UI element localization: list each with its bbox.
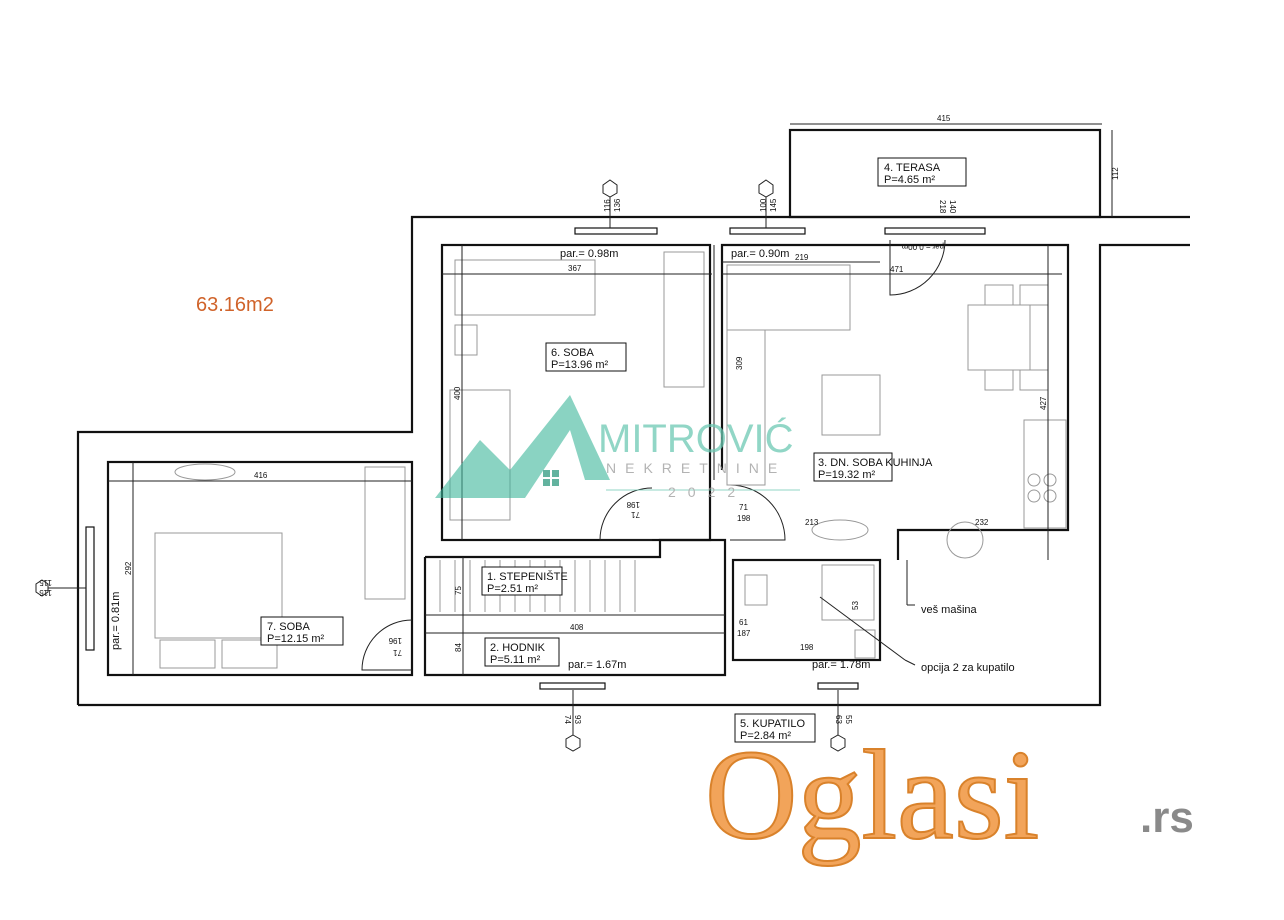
dimension-label: 136: [613, 198, 622, 212]
room-label-stepeniste: 1. STEPENIŠTE P=2.51 m²: [481, 566, 568, 596]
doors: [361, 239, 946, 671]
furniture: [154, 251, 1067, 669]
room-label-terasa: 4. TERASA P=4.65 m²: [877, 157, 967, 187]
dimension-label: 115: [39, 588, 52, 597]
dimension-label: 292: [124, 561, 133, 575]
room-label-dnevna: 3. DN. SOBA KUHINJA P=19.32 m²: [813, 452, 933, 482]
room-name: 5. KUPATILO: [740, 718, 805, 730]
parapet-note: par.= 0.98m: [560, 248, 618, 260]
dimension-label: 219: [795, 253, 809, 262]
dimension-label: 93: [573, 715, 582, 724]
dimension-label: 84: [454, 643, 463, 652]
room-name: 1. STEPENIŠTE: [487, 570, 568, 583]
room-name: 3. DN. SOBA KUHINJA: [818, 457, 933, 469]
room-name: 7. SOBA: [267, 621, 310, 633]
dimension-label: 198: [800, 643, 814, 652]
dimension-label: 471: [890, 265, 904, 274]
dimension-label: 198: [626, 500, 640, 509]
dimension-label: 309: [735, 356, 744, 370]
dimension-label: 187: [737, 629, 751, 638]
room-label-soba7: 7. SOBA P=12.15 m²: [260, 616, 344, 646]
dimension-label: 71: [631, 510, 640, 519]
room-area: P=13.96 m²: [551, 359, 609, 371]
dimension-label: 367: [568, 264, 582, 273]
dimension-label: 416: [254, 471, 268, 480]
dimension-label: 232: [975, 518, 989, 527]
dimension-label: 55: [844, 715, 853, 724]
bathroom-option-note: opcija 2 za kupatilo: [921, 662, 1015, 674]
dimension-label: 140: [948, 200, 957, 214]
site-logo-text: Oglasi: [705, 724, 1039, 866]
dimension-label: 145: [769, 198, 778, 212]
watermark-brand: MITROVIĆ: [598, 416, 794, 461]
parapet-note: par.= 1.78m: [812, 659, 870, 671]
watermark-year: 2022: [668, 484, 747, 500]
dimension-label: 71: [739, 503, 748, 512]
dimension-label: 218: [938, 200, 947, 214]
dimension-label: 196: [388, 636, 402, 645]
room-area: P=4.65 m²: [884, 174, 935, 186]
room-name: 4. TERASA: [884, 162, 941, 174]
room-area: P=5.11 m²: [490, 654, 541, 666]
oglasi-site-logo: Oglasi .rs: [704, 723, 1194, 867]
room-area: P=19.32 m²: [818, 469, 876, 481]
total-area-label: 63.16m2: [196, 294, 274, 316]
dimension-label: 213: [805, 518, 819, 527]
washing-machine-note: veš mašina: [921, 604, 978, 616]
dimension-label: 61: [739, 618, 748, 627]
room-name: 2. HODNIK: [490, 642, 546, 654]
dimension-label: 115: [39, 578, 52, 587]
site-logo-tld: .rs: [1140, 793, 1194, 842]
room-kupatilo-outline: [731, 558, 882, 662]
dimension-label: 198: [737, 514, 751, 523]
dimension-label: 116: [603, 199, 612, 212]
room-label-kupatilo: 5. KUPATILO P=2.84 m²: [734, 713, 816, 743]
parapet-note: par.= 1.67m: [568, 659, 626, 671]
dimension-label: 63: [834, 715, 843, 724]
room-name: 6. SOBA: [551, 347, 594, 359]
room-label-soba6: 6. SOBA P=13.96 m²: [545, 342, 627, 372]
parapet-note: par.= 0.00m: [901, 242, 944, 251]
dimension-label: 427: [1039, 396, 1048, 410]
dimension-label: 112: [1111, 167, 1120, 180]
room-terasa-outline: [788, 128, 1102, 219]
watermark-subtitle: NEKRETNINE: [606, 460, 786, 476]
room-soba6-outline: [440, 243, 712, 542]
dimension-label: 71: [393, 648, 402, 657]
dimension-texts: 415 112 116 136 100 145 140 218 367 219 …: [39, 114, 1120, 724]
parapet-note: par.= 0.81m: [110, 592, 122, 650]
dimension-label: 400: [453, 386, 462, 400]
dimension-label: 53: [851, 601, 860, 610]
room-area: P=2.51 m²: [487, 583, 538, 595]
parapet-note: par.= 0.90m: [731, 248, 789, 260]
room-label-hodnik: 2. HODNIK P=5.11 m²: [484, 637, 560, 667]
dimension-label: 415: [937, 114, 951, 123]
room-soba7-outline: [106, 460, 414, 677]
walls: [76, 128, 1190, 707]
axis-markers: [35, 179, 846, 752]
dimension-label: 75: [454, 586, 463, 595]
dimension-label: 408: [570, 623, 584, 632]
room-area: P=2.84 m²: [740, 730, 791, 742]
mitrovic-watermark-logo: MITROVIĆ NEKRETNINE 2022: [435, 395, 800, 500]
dimension-label: 74: [563, 715, 572, 724]
room-area: P=12.15 m²: [267, 633, 325, 645]
dimension-label: 100: [759, 198, 768, 212]
